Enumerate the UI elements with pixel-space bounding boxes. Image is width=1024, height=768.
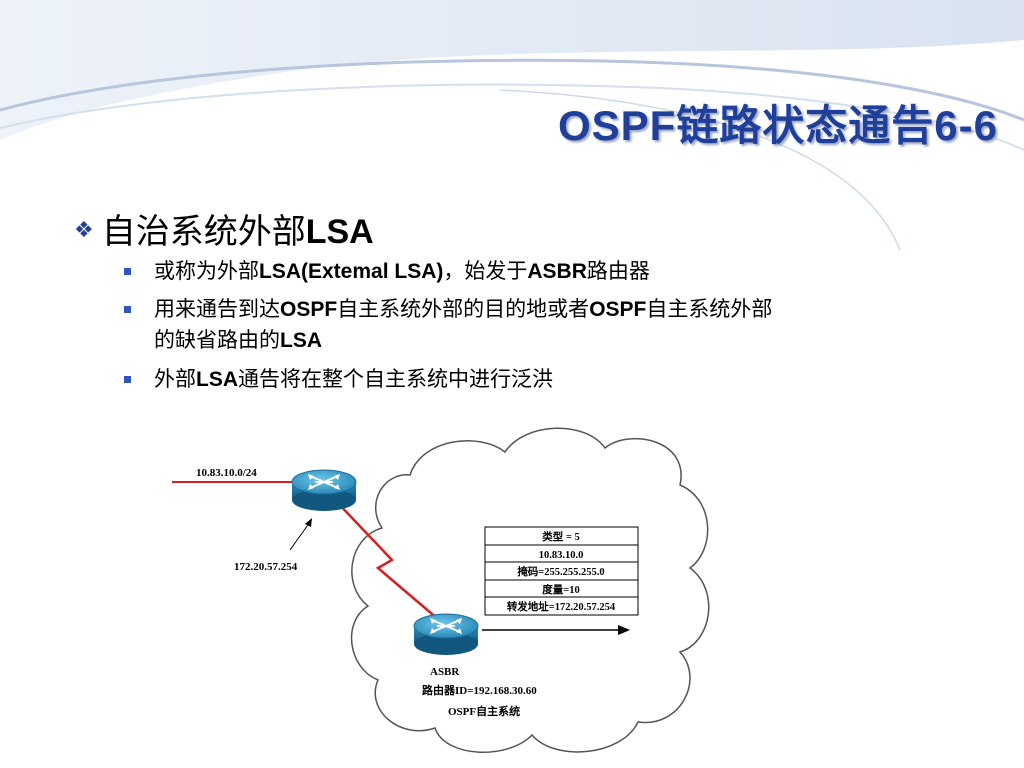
sub-bullet-2-bold-1: OSPF bbox=[280, 298, 338, 321]
lsa-table: 类型 = 5 10.83.10.0 掩码=255.255.255.0 度量=10… bbox=[484, 526, 639, 616]
serial-link bbox=[334, 499, 446, 626]
asbr-router-icon bbox=[413, 613, 479, 655]
sub-bullet-2-text-3: 自主系统外部 bbox=[646, 297, 773, 321]
main-bullet-text: 自治系统外部 bbox=[101, 212, 306, 252]
sub-bullet-3-text-2: 通告将在整个自主系统中进行泛洪 bbox=[238, 367, 553, 391]
as-label: OSPF自主系统 bbox=[448, 704, 520, 718]
sub-bullet-3-text-1: 外部 bbox=[154, 367, 196, 391]
square-bullet-icon bbox=[124, 306, 131, 313]
sub-bullet-3: 外部LSA通告将在整个自主系统中进行泛洪 bbox=[124, 364, 1006, 395]
sub-bullet-1-text-2: ，始发于 bbox=[443, 259, 528, 283]
interface-label: 172.20.57.254 bbox=[234, 561, 298, 573]
square-bullet-icon bbox=[124, 268, 131, 275]
sub-bullet-2-text-1: 用来通告到达 bbox=[154, 297, 280, 321]
main-bullet-bold: LSA bbox=[305, 213, 374, 251]
sub-bullet-2-text-4: 的缺省路由的 bbox=[154, 328, 280, 352]
router-id-label: 路由器ID=192.168.30.60 bbox=[422, 683, 537, 697]
sub-bullet-2-text-2: 自主系统外部的目的地或者 bbox=[337, 297, 590, 321]
network-diagram: 10.83.10.0/24 172.20.57.254 类型 = 5 10.83… bbox=[172, 427, 710, 753]
sub-bullet-1-bold-1: LSA(Extemal LSA) bbox=[259, 260, 444, 283]
lsa-table-row: 类型 = 5 bbox=[542, 530, 579, 543]
network-label: 10.83.10.0/24 bbox=[196, 467, 257, 479]
sub-bullet-2: 用来通告到达OSPF自主系统外部的目的地或者OSPF自主系统外部的缺省路由的LS… bbox=[124, 294, 1006, 356]
diamond-bullet-icon: ❖ bbox=[74, 218, 94, 243]
asbr-label: ASBR bbox=[430, 666, 460, 678]
sub-bullet-2-bold-2: OSPF bbox=[589, 298, 647, 321]
main-bullet: ❖ 自治系统外部LSA bbox=[74, 204, 374, 253]
sub-bullet-2-bold-3: LSA bbox=[280, 329, 322, 352]
lsa-table-row: 10.83.10.0 bbox=[539, 550, 584, 561]
sub-bullet-1-bold-2: ASBR bbox=[527, 260, 587, 283]
background-swoosh bbox=[0, 0, 1024, 251]
lsa-table-row: 度量=10 bbox=[542, 583, 579, 596]
page-title: OSPF链路状态通告6-6 bbox=[557, 102, 998, 149]
sub-bullet-3-bold-1: LSA bbox=[196, 368, 238, 391]
external-router-icon bbox=[291, 469, 357, 511]
lsa-table-row: 掩码=255.255.255.0 bbox=[517, 565, 604, 578]
sub-bullet-1: 或称为外部LSA(Extemal LSA)，始发于ASBR路由器 bbox=[124, 256, 1006, 287]
square-bullet-icon bbox=[124, 376, 131, 383]
lsa-table-row: 转发地址=172.20.57.254 bbox=[507, 600, 616, 613]
sub-bullet-1-text-1: 或称为外部 bbox=[154, 259, 259, 283]
sub-bullet-1-text-3: 路由器 bbox=[586, 259, 650, 283]
